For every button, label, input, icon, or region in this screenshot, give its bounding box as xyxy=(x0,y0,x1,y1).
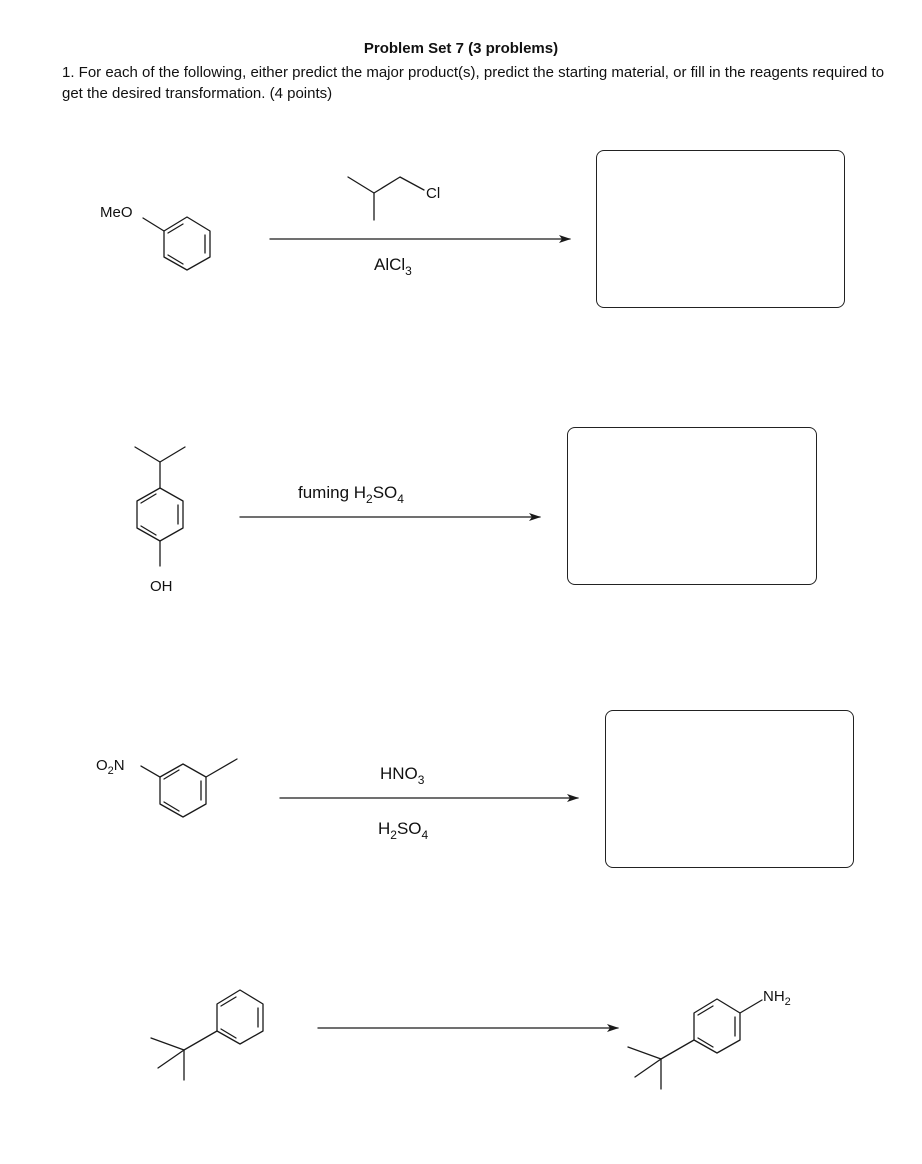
reagent-fuming-h2so4: fuming H2SO4 xyxy=(298,483,404,506)
tert-butylaniline-structure: NH2 xyxy=(627,988,791,1090)
isobutyl-chloride-structure: Cl xyxy=(347,176,440,221)
page-title: Problem Set 7 (3 problems) xyxy=(363,40,559,57)
methoxy-label: MeO xyxy=(100,204,133,221)
tert-butylbenzene-structure xyxy=(150,989,264,1081)
hydroxyl-label: OH xyxy=(150,578,173,595)
amino-label: NH2 xyxy=(763,988,791,1008)
reagent-alcl3: AlCl3 xyxy=(374,255,412,278)
chloro-label: Cl xyxy=(426,185,440,202)
nitrotoluene-structure: O2N xyxy=(96,757,238,818)
anisole-structure: MeO xyxy=(100,204,211,271)
isopropylphenol-structure: OH xyxy=(134,446,186,595)
reagent-h2so4: H2SO4 xyxy=(378,819,429,842)
answer-box-2[interactable] xyxy=(567,427,817,585)
question-text: 1. For each of the following, either pre… xyxy=(62,64,885,102)
nitro-label: O2N xyxy=(96,757,125,777)
reagent-hno3: HNO3 xyxy=(380,764,425,787)
answer-box-3[interactable] xyxy=(605,710,854,868)
answer-box-1[interactable] xyxy=(596,150,845,308)
